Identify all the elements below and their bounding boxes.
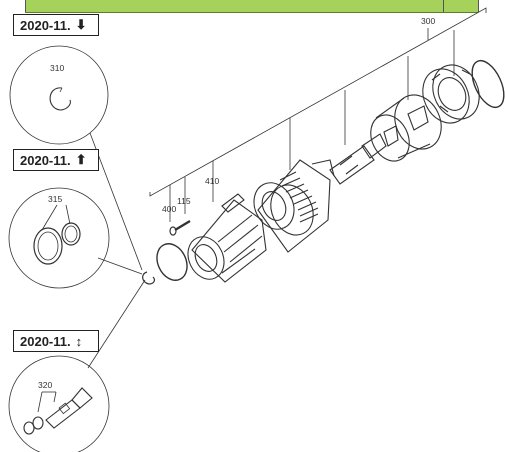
column-divider [478, 0, 479, 12]
label-400: 400 [162, 204, 176, 214]
date-box-added: 2020-11. ⬆ [13, 149, 99, 171]
hammer-block [370, 94, 442, 162]
leader-circle-315 [97, 257, 143, 275]
date-text: 2020-11. [20, 152, 71, 168]
column-divider [443, 0, 444, 12]
table-header-strip [0, 0, 505, 13]
arrow-up-icon: ⬆ [75, 152, 87, 167]
arrow-updown-icon: ↕ [75, 333, 83, 349]
anvil-shaft-320 [45, 399, 81, 429]
label-115: 115 [177, 196, 191, 206]
label-410: 410 [205, 176, 219, 186]
assembly-bracket-line [149, 7, 487, 197]
leader-circle-320 [87, 279, 146, 369]
label-320: 320 [38, 380, 52, 390]
detail-circle-320 [8, 355, 110, 452]
oring-320a [23, 421, 35, 435]
detail-circle-310 [9, 45, 109, 145]
ring-315a [33, 227, 63, 265]
screw-115 [174, 219, 191, 232]
date-text: 2020-11. [20, 333, 71, 349]
date-box-removed: 2020-11. ⬇ [13, 14, 99, 36]
column-divider [25, 0, 26, 12]
label-310: 310 [50, 63, 64, 73]
central-clip [142, 271, 155, 285]
oring-315b [61, 222, 81, 246]
header-accent-bar [25, 0, 478, 13]
front-cover-410 [187, 193, 267, 283]
detail-circle-315 [8, 187, 110, 289]
snap-ring-310 [49, 87, 71, 111]
label-315: 315 [48, 194, 62, 204]
date-text: 2020-11. [20, 17, 71, 33]
date-box-changed: 2020-11. ↕ [13, 330, 99, 352]
ring-400 [156, 243, 188, 281]
oring-320b [32, 416, 44, 430]
rear-cap [422, 64, 480, 124]
gear-housing [253, 159, 335, 253]
rear-oring [471, 59, 505, 109]
label-300: 300 [421, 16, 435, 26]
arrow-down-icon: ⬇ [75, 17, 87, 32]
anvil-spindle [329, 133, 387, 185]
